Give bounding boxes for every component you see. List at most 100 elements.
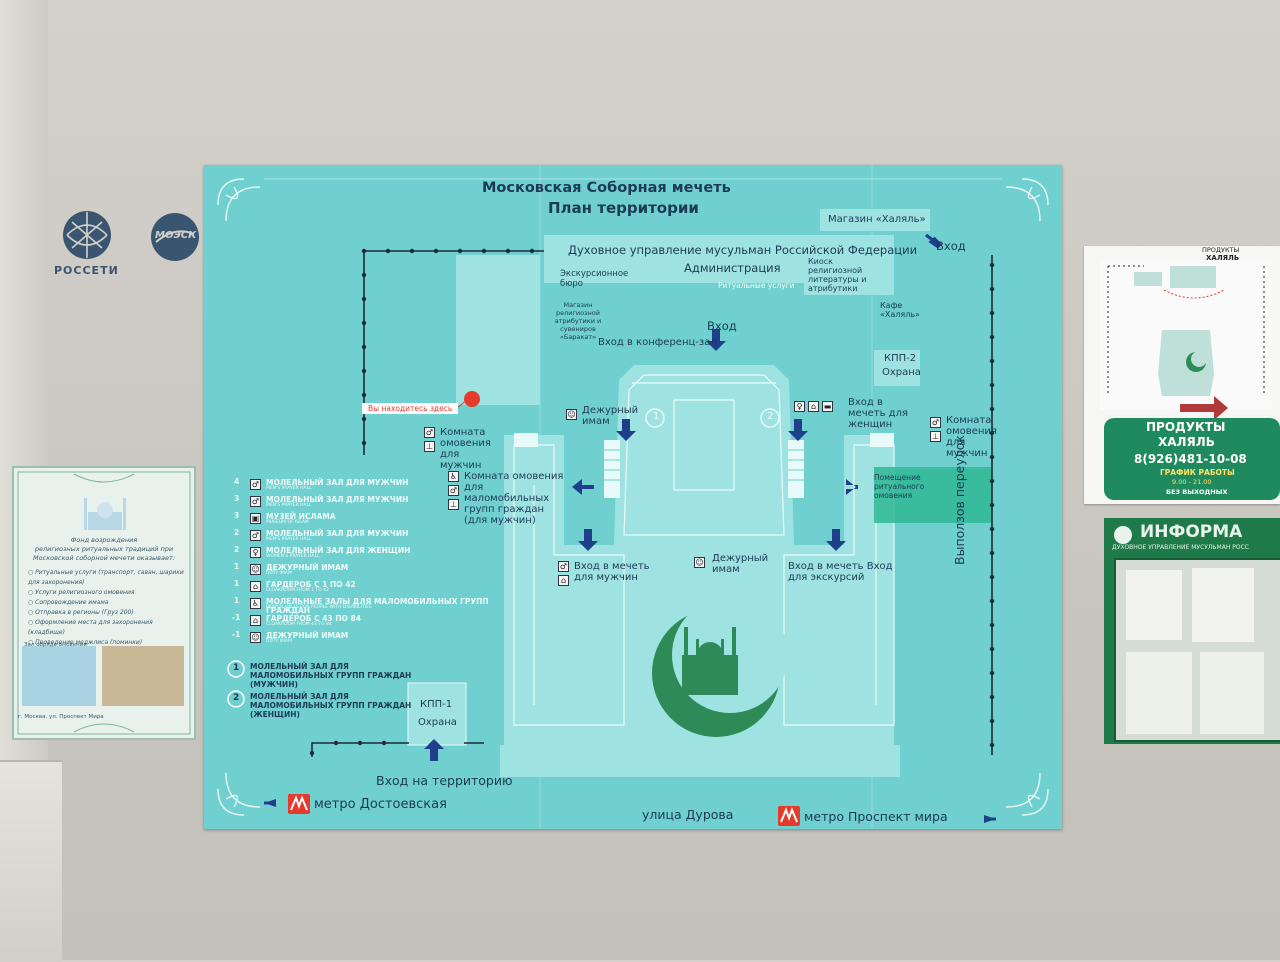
halal-hours-title: ГРАФИК РАБОТЫ (1160, 468, 1235, 477)
mini-map-label-halal: ХАЛЯЛЬ (1206, 254, 1240, 262)
kpp1-box (407, 682, 467, 746)
kpp2-box (874, 350, 920, 386)
rosseti-emblem-icon (63, 211, 111, 259)
shop-halal-box (820, 209, 930, 231)
circle-2-number: 2 (767, 411, 774, 422)
notice-sheet (1192, 568, 1254, 642)
label-entrance-excursion: Вход в мечеть Вход для экскурсий (788, 561, 893, 583)
corner-ornaments (217, 178, 1049, 816)
staircases (514, 433, 894, 498)
legend-icon: ⌂ (250, 615, 261, 626)
map-subtitle: План территории (548, 199, 699, 217)
halal-title-2: ХАЛЯЛЬ (1158, 435, 1215, 449)
label-entrance-territory: Вход на территорию (376, 773, 513, 788)
circle-1-number: 1 (653, 411, 660, 422)
halal-title: ПРОДУКТЫ (1146, 420, 1226, 434)
poster-intro: Фонд возрождения религиозных ритуальных … (33, 536, 175, 562)
legend-row: 3 ♂ МОЛЕЛЬНЫЙ ЗАЛ ДЛЯ МУЖЧИН MEN'S PRAYE… (234, 494, 409, 508)
imam-icon-center: ☺ (694, 557, 705, 568)
legend-numbered-1: МОЛЕЛЬНЫЙ ЗАЛ ДЛЯ МАЛОМОБИЛЬНЫХ ГРУПП ГР… (250, 662, 412, 689)
label-shop-souvenir: Магазин религиозной атрибутики и сувенир… (554, 301, 602, 341)
rosseti-logo (62, 210, 112, 264)
legend-icon: ▣ (250, 513, 261, 524)
tap-icon-left: ⊥ (424, 441, 435, 452)
poster-service-list: ○ Ритуальные услуги (транспорт, саван, ш… (28, 568, 186, 648)
moesk-logo (150, 212, 200, 266)
label-entrance-women: Вход в мечеть для женщин (848, 397, 908, 430)
halal-hours: 9.00 - 21.00 (1172, 478, 1212, 486)
poster-photo-right (102, 646, 184, 706)
label-wash-right: Комната омовения для мужчин (946, 415, 997, 459)
man-icon: ♂ (558, 561, 569, 572)
legend-icon: ♂ (250, 479, 261, 490)
information-board: ИНФОРМА ДУХОВНОЕ УПРАВЛЕНИЕ МУСУЛЬМАН РО… (1104, 518, 1280, 744)
entrance-top-arrow (925, 233, 935, 243)
wash-icon-right: ♂ (930, 417, 941, 428)
label-entrance-top: Вход (936, 239, 966, 253)
label-shop-halal: Магазин «Халяль» (828, 214, 926, 225)
you-are-here-label: Вы находитесь здесь (362, 403, 459, 414)
notice-sheet (1200, 652, 1264, 734)
label-metro-dostoevskaya: метро Достоевская (314, 797, 447, 812)
wash-icon-disabled: ♂ (448, 485, 459, 496)
label-ritual-wash-room: Помещение ритуального омовения (874, 473, 925, 500)
legend-icon: ♀ (250, 547, 261, 558)
list-item: ○ Оформление места для захоронения (клад… (28, 619, 153, 636)
you-are-here-marker (464, 391, 480, 407)
legend-row: 4 ♂ МОЛЕЛЬНЫЙ ЗАЛ ДЛЯ МУЖЧИН MEN'S PRAYE… (234, 477, 409, 491)
legend-icon: ♂ (250, 496, 261, 507)
mosque-thumbnail-icon (84, 498, 126, 530)
label-entrance-conference: Вход в конференц-зал (598, 337, 717, 348)
label-entrance-men: Вход в мечеть для мужчин (574, 561, 650, 583)
halal-products-sign: ПРОДУКТЫ ХАЛЯЛЬ ПРОДУКТЫ ХАЛЯЛЬ 8(926)48… (1084, 246, 1280, 504)
legend-row: 3 ▣ МУЗЕЙ ИСЛАМА MUSEUM OF ISLAM (234, 511, 336, 525)
wash-icon-left: ♂ (424, 427, 435, 438)
photo-caption: Зал обряда омовения (24, 642, 87, 648)
list-item: ○ Услуги религиозного омовения (28, 589, 135, 596)
mosque-plan-outline (513, 374, 895, 726)
notice-sheet (1126, 652, 1192, 734)
tap-icon-right: ⊥ (930, 431, 941, 442)
legend-row: 1 ⌂ ГАРДЕРОБ С 1 ПО 42 CLOAKROOM FROM 1 … (234, 579, 356, 593)
halal-days: БЕЗ ВЫХОДНЫХ (1166, 488, 1228, 496)
moesk-emblem-icon (151, 213, 199, 261)
legend-numbered-2: МОЛЕЛЬНЫЙ ЗАЛ ДЛЯ МАЛОМОБИЛЬНЫХ ГРУПП ГР… (250, 692, 412, 719)
moesk-text: МОЭСК (155, 230, 197, 241)
label-metro-prospekt-mira: метро Проспект мира (804, 809, 948, 824)
crescent-mosque-emblem (652, 597, 788, 737)
label-admin: Администрация (684, 261, 781, 275)
halal-mini-map (1100, 260, 1272, 420)
imam-icon: ☺ (566, 409, 577, 420)
label-street-durova: улица Дурова (642, 807, 734, 822)
legend-row: -1 ⌂ ГАРДЕРОБ С 43 ПО 84 CLOAKROOM FROM … (232, 613, 361, 627)
rosseti-text: РОССЕТИ (54, 264, 119, 277)
map-title: Московская Соборная мечеть (482, 180, 731, 196)
wheelchair-icon: ♿ (448, 471, 459, 482)
label-kpp1-guard: Охрана (418, 717, 457, 728)
legend-icon: ♂ (250, 530, 261, 541)
halal-phone: 8(926)481-10-08 (1134, 452, 1247, 466)
shoe-icon: ▬ (822, 401, 833, 412)
hanger-icon-men: ⌂ (558, 575, 569, 586)
halal-info-plate (1104, 418, 1280, 500)
label-kiosk: Киоск религиозной литературы и атрибутик… (808, 257, 867, 293)
label-wash-disabled: Комната омовения для маломобильных групп… (464, 471, 564, 526)
notice-glass (1114, 558, 1280, 742)
ritual-wash-room-area (874, 467, 992, 523)
label-cafe: Кафе «Халяль» (880, 301, 920, 319)
label-wash-left: Комната омовения для мужчин (440, 427, 491, 471)
legend-number-1: 1 (233, 663, 240, 673)
board-title: ИНФОРМА (1140, 522, 1243, 542)
fence-posts (309, 248, 995, 756)
label-dum: Духовное управление мусульман Российской… (568, 243, 918, 257)
label-entrance-main: Вход (707, 319, 737, 333)
legend-number-2: 2 (233, 693, 240, 703)
label-imam-duty: Дежурный имам (582, 405, 639, 427)
floor-legend: 4 ♂ МОЛЕЛЬНЫЙ ЗАЛ ДЛЯ МУЖЧИН MEN'S PRAYE… (226, 477, 516, 647)
list-item: ○ Проведение меджлиса (поминки) (28, 639, 143, 646)
woman-icon: ♀ (794, 401, 805, 412)
tap-icon-disabled: ⊥ (448, 499, 459, 510)
legend-row: 2 ♂ МОЛЕЛЬНЫЙ ЗАЛ ДЛЯ МУЖЧИН MEN'S PRAYE… (234, 528, 409, 542)
numbered-circles (645, 408, 780, 428)
stone-ledge (0, 760, 62, 962)
